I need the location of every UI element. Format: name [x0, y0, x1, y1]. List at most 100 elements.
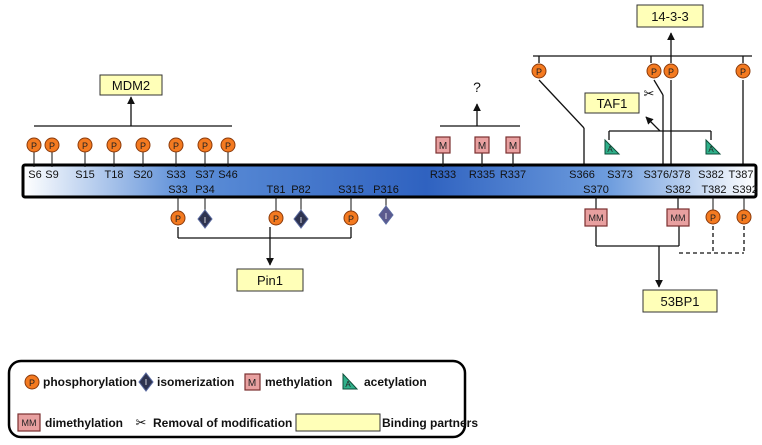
- site-label-top: R333: [430, 169, 456, 181]
- phospho-marker: P: [106, 137, 122, 167]
- svg-text:P: P: [348, 214, 354, 224]
- site-label-top: T18: [105, 169, 124, 181]
- legend-item-removal: ✂ Removal of modification: [136, 416, 293, 431]
- phospho-marker: P: [735, 63, 751, 79]
- legend-item-methylation: M methylation: [244, 373, 332, 391]
- phospho-marker: P: [343, 197, 359, 226]
- legend-item-dimethylation: MM dimethylation: [17, 413, 123, 432]
- site-label-top: S46: [218, 169, 238, 181]
- svg-text:P: P: [111, 141, 117, 151]
- svg-text:P: P: [202, 141, 208, 151]
- acetyl-markers: A A: [604, 138, 722, 155]
- svg-text:P: P: [29, 378, 35, 388]
- dashed-connectors: [679, 226, 745, 254]
- isomer-markers: I I I: [197, 197, 394, 229]
- phospho-marker: P: [705, 197, 721, 225]
- svg-text:P: P: [536, 67, 542, 77]
- svg-text:A: A: [708, 145, 714, 154]
- legend-item-partners: Binding partners: [295, 413, 478, 432]
- isomer-marker: I: [293, 197, 309, 229]
- acetyl-marker: A: [604, 138, 621, 155]
- svg-text:P: P: [668, 67, 674, 77]
- site-label-top: S366: [569, 169, 595, 181]
- site-label-top: R335: [469, 169, 495, 181]
- site-label-bottom: T382: [701, 184, 726, 196]
- isomer-marker: I: [378, 197, 394, 225]
- scissors-icon: ✂: [136, 416, 147, 431]
- partner-label: MDM2: [112, 78, 150, 93]
- methyl-marker: M: [474, 136, 490, 167]
- svg-text:P: P: [82, 141, 88, 151]
- dimethyl-marker: MM: [584, 197, 608, 227]
- phospho-marker: P: [168, 137, 184, 167]
- svg-text:P: P: [273, 214, 279, 224]
- site-label-top: R337: [500, 169, 526, 181]
- site-label-bottom: S315: [338, 184, 364, 196]
- phospho-marker: P: [736, 197, 752, 225]
- phospho-marker: P: [170, 197, 186, 226]
- partner-taf1: TAF1: [584, 92, 640, 114]
- site-label-top: S376/378: [643, 169, 690, 181]
- bottom-connectors: [177, 226, 680, 288]
- bottom-dimethyl-markers: MM MM: [584, 197, 690, 227]
- svg-text:P: P: [740, 67, 746, 77]
- legend-item-phosphorylation: P phosphorylation: [24, 374, 137, 390]
- legend: P phosphorylation I isomerization M meth…: [7, 359, 478, 439]
- partner-53bp1: 53BP1: [642, 289, 718, 313]
- site-label-bottom: P316: [373, 184, 399, 196]
- phospho-marker: P: [77, 137, 93, 167]
- phospho-marker: P: [26, 137, 42, 167]
- partner-label: Pin1: [257, 273, 283, 288]
- svg-text:P: P: [49, 141, 55, 151]
- svg-text:I: I: [300, 216, 302, 225]
- partner-pin1: Pin1: [236, 268, 304, 292]
- legend-label: phosphorylation: [43, 375, 137, 389]
- partner-label: 14-3-3: [651, 9, 689, 24]
- phospho-marker: P: [646, 63, 662, 79]
- legend-label: isomerization: [157, 375, 234, 389]
- svg-text:A: A: [607, 145, 613, 154]
- phospho-marker: P: [531, 63, 547, 79]
- legend-item-isomerization: I isomerization: [138, 372, 234, 392]
- bottom-site-labels: S33 P34 T81 P82 S315 P316 S370 S382 T382…: [168, 184, 758, 196]
- svg-text:M: M: [509, 141, 517, 152]
- p53-protein-bar: [21, 163, 758, 199]
- site-label-bottom: S33: [168, 184, 188, 196]
- site-label-bottom: S370: [583, 184, 609, 196]
- legend-label: acetylation: [364, 375, 427, 389]
- svg-text:I: I: [145, 378, 147, 387]
- top-methyl-markers: M M M: [435, 136, 521, 167]
- svg-text:MM: MM: [671, 213, 686, 223]
- top-connectors: [34, 32, 752, 165]
- svg-text:P: P: [651, 67, 657, 77]
- site-label-top: S373: [607, 169, 633, 181]
- phospho-marker: P: [135, 137, 151, 167]
- site-label-top: S37: [195, 169, 215, 181]
- site-label-bottom: P34: [195, 184, 215, 196]
- top-site-labels: S6 S9 S15 T18 S20 S33 S37 S46 R333 R335 …: [28, 169, 753, 181]
- methyl-marker: M: [435, 136, 451, 167]
- svg-text:P: P: [225, 141, 231, 151]
- partner-14-3-3: 14-3-3: [636, 4, 704, 28]
- phospho-marker: P: [663, 63, 679, 79]
- svg-text:P: P: [175, 214, 181, 224]
- methyl-marker: M: [505, 136, 521, 167]
- site-label-bottom: S392: [732, 184, 758, 196]
- svg-text:A: A: [345, 380, 351, 389]
- svg-text:MM: MM: [22, 418, 37, 428]
- site-label-top: S6: [28, 169, 41, 181]
- svg-text:P: P: [710, 213, 716, 223]
- site-label-top: S20: [133, 169, 153, 181]
- svg-text:M: M: [478, 141, 486, 152]
- site-label-top: S382: [698, 169, 724, 181]
- legend-label: Removal of modification: [153, 416, 292, 430]
- svg-text:MM: MM: [589, 213, 604, 223]
- partner-label: 53BP1: [660, 294, 699, 309]
- site-label-bottom: T81: [267, 184, 286, 196]
- top-phospho-markers: P P P P P P P P P P P P: [26, 63, 751, 167]
- isomer-marker: I: [197, 197, 213, 229]
- svg-text:M: M: [439, 141, 447, 152]
- scissors-icon: ✂: [644, 87, 655, 102]
- phospho-marker: P: [197, 137, 213, 167]
